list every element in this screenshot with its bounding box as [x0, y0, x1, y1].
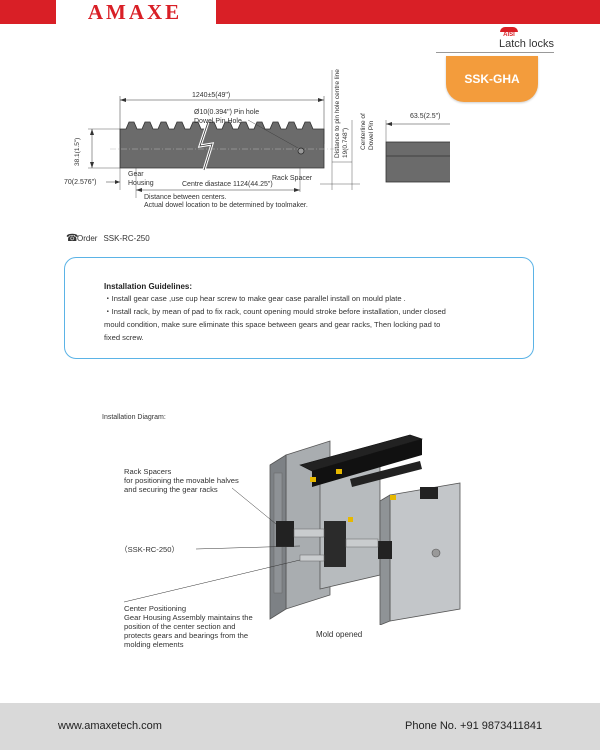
- centre-distance-label: Centre diastace 1124(44.25"): [182, 181, 273, 188]
- callout-center-line: protects gears and bearings from the: [124, 631, 249, 640]
- product-code-badge: SSK-GHA: [446, 56, 538, 102]
- order-label: Order: [77, 234, 98, 243]
- arrow-left-icon: [120, 98, 126, 102]
- gear-rack-body: [119, 121, 325, 169]
- mold-assembly-svg: [269, 434, 461, 626]
- callout-rack-spacers-line: for positioning the movable halves: [124, 476, 239, 485]
- dowel-pin-hole-label: Dowel Pin Hole: [194, 118, 242, 125]
- technical-drawing: 1240±5(49") Ø10(0.394") Pin hole Dowel P…: [40, 50, 473, 230]
- overall-length-label: 1240±5(49"): [192, 92, 231, 99]
- rack-spacer-label: Rack Spacer: [272, 175, 313, 182]
- callout-model-code: （SSK-RC-250）: [120, 545, 180, 554]
- aisi-badge: AISI: [503, 32, 515, 38]
- guideline-item: ・Install rack, by mean of pad to fix rac…: [104, 307, 446, 316]
- callout-center-line: position of the center section and: [124, 622, 236, 631]
- callout-rack-spacers-title: Rack Spacers: [124, 467, 172, 476]
- brand-logo[interactable]: AMAXE: [87, 0, 183, 24]
- callout-center-line: molding elements: [124, 640, 184, 649]
- note-dowel-location: Actual dowel location to be determined b…: [144, 202, 308, 209]
- logo-background: [56, 0, 216, 24]
- category-divider: [436, 52, 554, 53]
- mold-assembly-illustration: [240, 425, 480, 626]
- order-line: ☎Order SSK-RC-250: [66, 233, 150, 245]
- callout-center-title: Center Positioning: [124, 604, 187, 613]
- aisi-badge-cap: [500, 27, 518, 32]
- category-label: Latch locks: [498, 38, 554, 50]
- pin-hole-label: Ø10(0.394") Pin hole: [194, 109, 260, 116]
- callout-center-line: Gear Housing Assembly maintains the: [124, 613, 253, 622]
- pin-hole-icon: [297, 147, 305, 155]
- note-distance: Distance between centers.: [144, 194, 227, 201]
- phone-number[interactable]: Phone No. +91 9873411841: [405, 720, 543, 732]
- gear-housing-label: Gear Housing: [128, 171, 154, 187]
- order-code: SSK-RC-250: [103, 234, 150, 243]
- installation-guidelines-box: [64, 257, 534, 359]
- telephone-icon: ☎: [66, 233, 79, 244]
- website-link[interactable]: www.amaxetech.com: [58, 720, 162, 732]
- guidelines-title: Installation Guidelines:: [104, 282, 193, 291]
- side-width-label: 63.5(2.5"): [410, 113, 441, 120]
- mold-opened-label: Mold opened: [316, 630, 363, 639]
- guideline-item: ・Install gear case ,use cup hear screw t…: [104, 294, 406, 303]
- guideline-item: fixed screw.: [104, 333, 144, 342]
- guideline-item: mould condition, make sure eliminate thi…: [104, 320, 441, 329]
- callout-rack-spacers-line: and securing the gear racks: [124, 485, 218, 494]
- arrow-right-icon: [318, 98, 324, 102]
- break-mark: [199, 121, 213, 171]
- offset-label: 70(2.576"): [64, 179, 97, 186]
- footer-bar: [0, 703, 600, 750]
- installation-diagram-title: Installation Diagram:: [102, 414, 166, 421]
